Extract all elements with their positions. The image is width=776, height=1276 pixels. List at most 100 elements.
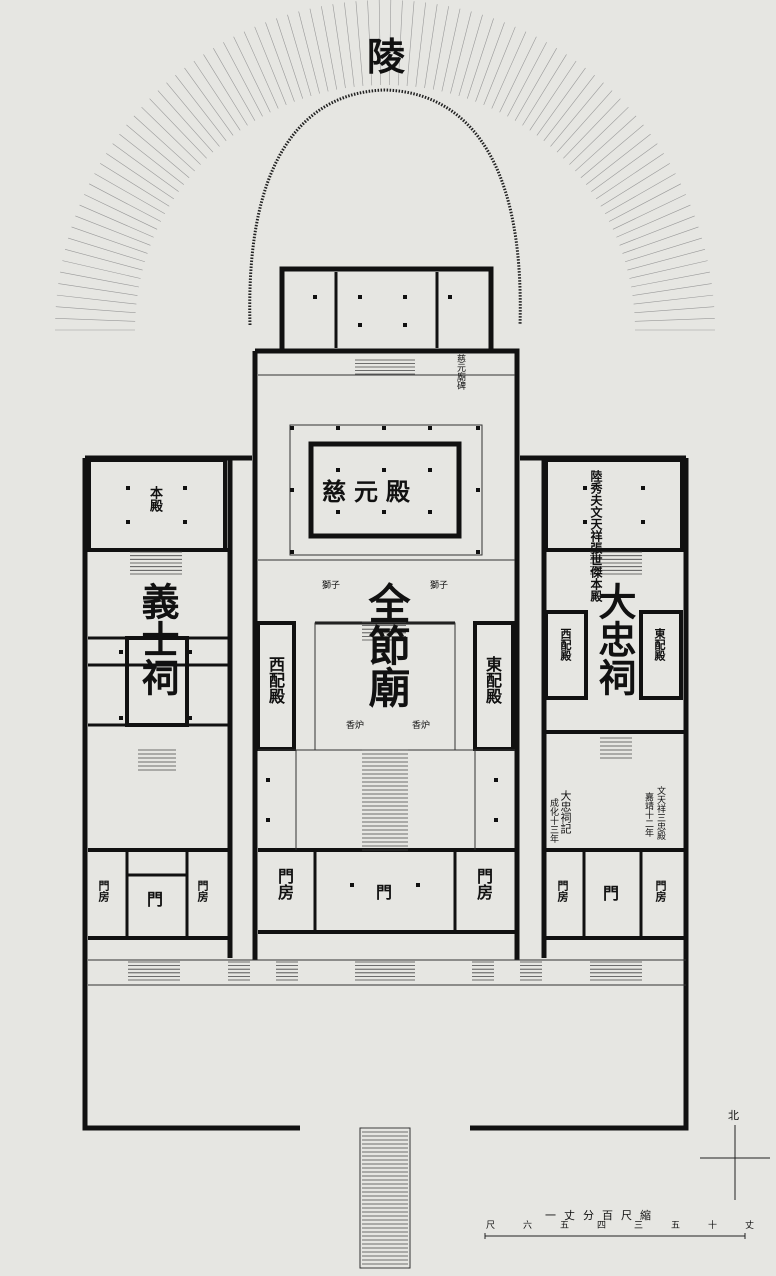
mound-ray [332,4,346,89]
scale-title: 一丈分百尺縮 [545,1209,659,1222]
mound-ray [88,183,162,222]
mausoleum-rays [55,0,715,331]
mound-ray [536,67,586,136]
column-base [428,468,432,472]
mound-ray [166,82,220,147]
mound-ray [243,31,279,109]
mound-ray [631,271,710,288]
wen-tianxiang-stele-label: 文天祥三忠殿 [655,786,665,840]
lion-left-label: 獅子 [322,581,341,591]
column-base [290,488,294,492]
column-base [476,426,480,430]
mound-ray [406,1,415,86]
mound-ray [424,4,438,89]
mound-ray [355,1,364,86]
mound-ray [344,2,355,87]
mound-ray [141,106,201,165]
gatehouse-1-label: 門房 [97,880,110,902]
north-label: 北 [728,1109,739,1122]
mound-ray [62,260,141,279]
mausoleum-label: 陵 [367,34,406,79]
quanjie-temple-label: 全節廟 [362,582,411,708]
mound-ray [432,6,449,90]
mound-ray [184,67,234,136]
column-base [641,486,645,490]
column-base [183,520,187,524]
column-base [382,426,386,430]
scale-mark: 六 [523,1221,533,1231]
stele-label: 慈元廟碑 [455,354,465,390]
mound-ray [397,0,403,86]
column-base [336,426,340,430]
scale-mark: 三 [634,1221,644,1231]
east-side-hall-right-label: 東配殿 [653,628,666,661]
mound-ray [415,2,426,87]
left-main-hall-label: 本殿 [147,486,162,512]
mound-ray [389,0,392,86]
mound-ray [550,82,604,147]
gatehouse-2-label: 門房 [196,880,209,902]
mound-ray [67,237,145,263]
mound-ray [629,260,708,279]
mound-ray [441,8,461,92]
censer-right-label: 香炉 [412,721,431,731]
column-base [188,716,192,720]
yishi-shrine-label: 義士祠 [135,582,180,696]
mound-ray [79,204,154,238]
column-base [266,778,270,782]
mound-ray [254,26,287,106]
column-base [188,650,192,654]
mound-ray [119,133,184,185]
mound-ray [321,6,338,90]
mound-ray [634,306,715,314]
column-base [583,486,587,490]
gate-left-label: 門 [147,890,164,909]
mound-ray [458,14,483,97]
mound-ray [466,18,494,99]
scale-mark: 尺 [486,1221,496,1231]
mound-ray [483,26,516,106]
mound-ray [94,173,166,215]
gate-right-label: 門 [603,884,620,903]
column-base [428,426,432,430]
column-base [428,510,432,514]
mound-ray [193,60,241,131]
mound-ray [106,153,174,200]
mound-ray [378,0,381,86]
scale-mark: 四 [597,1221,607,1231]
column-base [119,650,123,654]
column-base [358,295,362,299]
mound-ray [223,42,263,117]
mound-ray [56,294,137,305]
west-side-hall-right-label: 西配殿 [559,628,572,661]
column-base [416,883,420,887]
mound-ray [580,124,644,178]
mound-ray [157,90,214,153]
mound-ray [600,163,670,207]
mound-ray [450,11,472,94]
gatehouse-6-label: 門房 [654,880,667,902]
mound-ray [175,74,227,141]
mound-ray [213,48,256,121]
column-base [583,520,587,524]
mound-ray [616,204,691,238]
column-base [266,818,270,822]
east-side-hall-center-label: 東配殿 [483,656,502,704]
mound-ray [126,124,190,178]
column-base [119,716,123,720]
north-arrow [700,1125,770,1200]
column-base [476,550,480,554]
column-base [290,426,294,430]
column-base [290,550,294,554]
mound-ray [543,74,595,141]
gate-center-label: 門 [376,883,393,902]
column-base [336,510,340,514]
wen-tianxiang-stele-date: 嘉靖十二年 [643,792,653,837]
scale-mark: 丈 [745,1221,755,1231]
mound-ray [60,271,139,288]
mound-ray [64,248,143,271]
scale-mark: 十 [708,1221,718,1231]
right-main-hall-label: 陸秀夫文天祥張世傑本殿 [589,470,603,602]
steps [128,359,642,1269]
